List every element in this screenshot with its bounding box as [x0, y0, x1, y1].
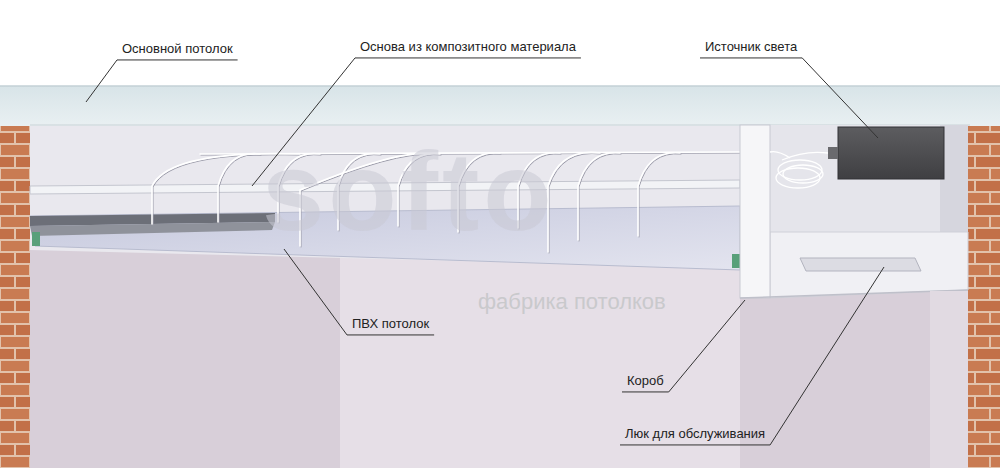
service-hatch: [800, 258, 921, 271]
part-label: Люк для обслуживания: [625, 427, 765, 442]
leader-line: [284, 249, 347, 335]
label-underline: [622, 391, 669, 392]
label-underline: [355, 57, 581, 58]
leader-line: [770, 267, 884, 445]
part-label: Источник света: [705, 40, 797, 55]
part-label: Основа из композитного материала: [360, 40, 576, 55]
room: [30, 125, 970, 468]
light-source: [770, 127, 944, 188]
box-enclosure: [740, 125, 968, 468]
label-underline: [620, 444, 770, 445]
part-label: ПВХ потолок: [352, 317, 429, 332]
leader-line: [86, 60, 117, 102]
watermark: softo: [262, 128, 556, 257]
watermark: фабрика потолков: [478, 289, 666, 314]
main-ceiling-slab: [0, 86, 1000, 126]
label-underline: [700, 57, 802, 58]
label-underline: [117, 59, 238, 60]
part-label: Короб: [627, 374, 664, 389]
part-label: Основной потолок: [122, 42, 233, 57]
label-underline: [347, 334, 434, 335]
brick-walls: [0, 126, 1000, 468]
leader-line: [669, 300, 745, 392]
leader-line: [802, 58, 878, 138]
